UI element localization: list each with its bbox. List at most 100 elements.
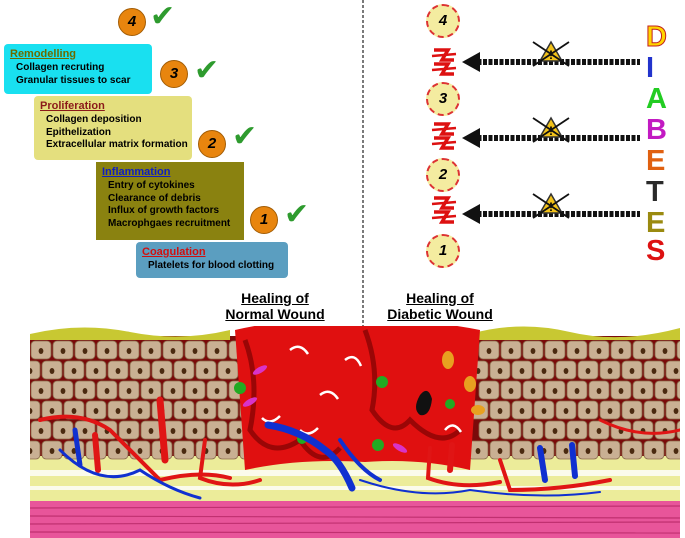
skin-cell: [30, 440, 41, 460]
diabetic-wound-title: Healing of Diabetic Wound: [370, 290, 510, 322]
cell-nucleus: [640, 388, 646, 394]
proliferation-item: Collagen deposition: [46, 114, 142, 125]
cell-nucleus: [60, 348, 66, 354]
cell-nucleus: [181, 368, 187, 374]
cell-nucleus: [148, 428, 154, 434]
diabetes-letter: I: [646, 52, 655, 84]
cell-nucleus: [563, 408, 569, 414]
skin-cell: [676, 340, 680, 360]
cell-nucleus: [673, 448, 679, 454]
cell-nucleus: [214, 348, 220, 354]
cell-nucleus: [225, 408, 231, 414]
cell-nucleus: [38, 388, 44, 394]
cell-nucleus: [137, 368, 143, 374]
cell-nucleus: [563, 368, 569, 374]
cell-nucleus: [30, 408, 33, 414]
cell-nucleus: [574, 428, 580, 434]
cell-nucleus: [519, 448, 525, 454]
cell-nucleus: [497, 408, 503, 414]
cell-nucleus: [629, 448, 635, 454]
diabetes-letter: S: [646, 235, 666, 267]
cell-nucleus: [530, 348, 536, 354]
cell-nucleus: [519, 368, 525, 374]
cell-nucleus: [115, 368, 121, 374]
cell-nucleus: [673, 368, 679, 374]
cell-nucleus: [585, 408, 591, 414]
cell-nucleus: [104, 388, 110, 394]
skin-cell: [665, 440, 680, 460]
cell-nucleus: [552, 388, 558, 394]
cell-nucleus: [225, 368, 231, 374]
diabetes-letter: T: [646, 176, 664, 208]
blocked-stage-badge-2: 2: [426, 158, 460, 192]
cell-nucleus: [82, 348, 88, 354]
coagulation-item: Platelets for blood clotting: [148, 260, 275, 271]
normal-wound-title: Healing of Normal Wound: [210, 290, 340, 322]
skin-cell: [30, 400, 41, 420]
stage-badge-1: 1: [250, 206, 278, 234]
cell-nucleus: [486, 388, 492, 394]
cell-nucleus: [82, 428, 88, 434]
cell-nucleus: [486, 348, 492, 354]
cell-nucleus: [519, 408, 525, 414]
cell-nucleus: [49, 408, 55, 414]
cell-nucleus: [192, 388, 198, 394]
cell-nucleus: [629, 368, 635, 374]
remodelling-item: Collagen recruting: [16, 62, 105, 73]
epidermis-surface: [30, 327, 230, 340]
inflammation-item: Clearance of debris: [108, 192, 201, 204]
check-icon: ✔: [232, 120, 258, 153]
cell-nucleus: [673, 408, 679, 414]
cell-nucleus: [137, 448, 143, 454]
cell-nucleus: [38, 348, 44, 354]
cell-nucleus: [607, 408, 613, 414]
cell-nucleus: [60, 388, 66, 394]
stage-badge-3: 3: [160, 60, 188, 88]
cell-nucleus: [126, 348, 132, 354]
cell-nucleus: [618, 348, 624, 354]
cell-nucleus: [30, 448, 33, 454]
cell-nucleus: [49, 368, 55, 374]
check-icon: ✔: [150, 0, 176, 33]
skin-cell: [665, 400, 680, 420]
cell-nucleus: [170, 428, 176, 434]
cell-nucleus: [170, 348, 176, 354]
diabetes-letter: A: [646, 83, 667, 115]
cell-nucleus: [38, 428, 44, 434]
normal-wound-title-line2: Normal Wound: [225, 306, 325, 322]
stage-badge-2: 2: [198, 130, 226, 158]
cell-nucleus: [71, 408, 77, 414]
cell-nucleus: [115, 448, 121, 454]
proliferation-item: Epithelization: [46, 126, 111, 138]
skin-cells-right: [467, 340, 680, 460]
cell-nucleus: [30, 368, 33, 374]
cell-nucleus: [126, 388, 132, 394]
inflammation-item: Influx of growth factors: [108, 205, 220, 217]
cell-nucleus: [104, 348, 110, 354]
cell-nucleus: [508, 348, 514, 354]
proliferation-heading: Proliferation: [40, 100, 105, 112]
cell-nucleus: [49, 448, 55, 454]
cell-nucleus: [192, 428, 198, 434]
cell-nucleus: [236, 428, 242, 434]
cell-nucleus: [552, 348, 558, 354]
cell-nucleus: [651, 408, 657, 414]
cell-nucleus: [497, 448, 503, 454]
cell-nucleus: [530, 428, 536, 434]
cell-nucleus: [618, 388, 624, 394]
check-icon: ✔: [194, 54, 220, 87]
diabetic-wound-title-line2: Diabetic Wound: [387, 306, 493, 322]
stage-badge-4: 4: [118, 8, 146, 36]
cell-nucleus: [629, 408, 635, 414]
diabetic-wound-title-line1: Healing of: [406, 290, 474, 306]
skin-cell: [30, 360, 41, 380]
cell-nucleus: [225, 448, 231, 454]
cell-nucleus: [148, 388, 154, 394]
cell-nucleus: [214, 428, 220, 434]
cell-nucleus: [181, 448, 187, 454]
cell-nucleus: [508, 388, 514, 394]
cell-nucleus: [607, 368, 613, 374]
cell-nucleus: [475, 448, 481, 454]
cell-nucleus: [651, 368, 657, 374]
